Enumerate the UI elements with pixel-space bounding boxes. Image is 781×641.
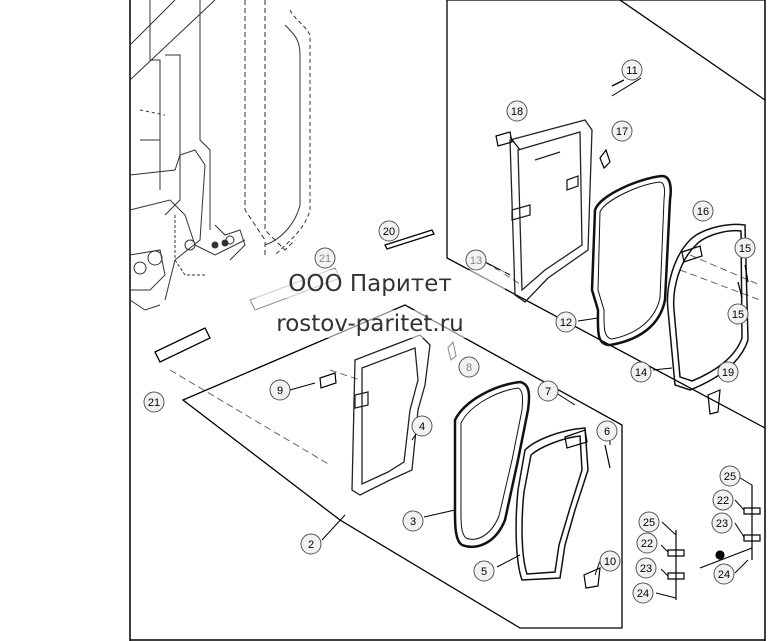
callout-14: 14 bbox=[635, 367, 647, 379]
cab-frame-structure bbox=[129, 0, 311, 311]
callout-15-upper: 15 bbox=[739, 243, 751, 255]
part-6-bolt bbox=[604, 444, 611, 469]
callout-17: 17 bbox=[616, 126, 628, 138]
callout-20: 20 bbox=[383, 226, 395, 238]
callout-25-left: 25 bbox=[643, 517, 655, 529]
callout-10: 10 bbox=[604, 556, 616, 568]
part-16-hinge bbox=[681, 245, 703, 263]
callout-11: 11 bbox=[626, 65, 637, 77]
part-10-handle bbox=[583, 567, 601, 589]
part-12-door-seal-inner bbox=[597, 181, 665, 340]
callout-23-right: 23 bbox=[716, 518, 728, 530]
callout-19: 19 bbox=[722, 367, 734, 379]
callout-9: 9 bbox=[277, 385, 283, 397]
part-19-handle bbox=[707, 389, 721, 415]
callout-12: 12 bbox=[560, 317, 572, 329]
part-20-rod bbox=[384, 229, 435, 250]
callout-24-right: 24 bbox=[718, 569, 730, 581]
part-13-door-frame bbox=[509, 119, 593, 303]
hardware-stack-left bbox=[667, 530, 685, 600]
part-17-pin bbox=[599, 148, 611, 170]
part-3-door-seal bbox=[453, 380, 531, 548]
callout-23-left: 23 bbox=[640, 563, 652, 575]
callout-leaders bbox=[289, 77, 753, 599]
watermark-website: rostov-paritet.ru bbox=[235, 310, 505, 338]
callout-4: 4 bbox=[419, 421, 425, 433]
callout-6: 6 bbox=[604, 426, 610, 438]
part-15-bolts bbox=[737, 264, 749, 299]
watermark-company: ООО Паритет bbox=[235, 270, 505, 298]
part-9-latch bbox=[319, 372, 337, 389]
assembly-2-panel-outline bbox=[181, 304, 623, 629]
callout-5: 5 bbox=[481, 566, 487, 578]
part-12-door-seal bbox=[590, 174, 672, 347]
part-7-hinge bbox=[564, 429, 588, 449]
part-5-door-glass bbox=[515, 427, 589, 581]
diagram-frame bbox=[129, 0, 766, 641]
hardware-stack-right bbox=[699, 485, 761, 569]
callout-24-left: 24 bbox=[637, 588, 649, 600]
callout-16: 16 bbox=[697, 206, 709, 218]
callout-22-left: 22 bbox=[641, 538, 653, 550]
callout-21-upper: 21 bbox=[319, 253, 331, 265]
callout-2: 2 bbox=[308, 539, 314, 551]
callout-3: 3 bbox=[410, 516, 416, 528]
callout-13: 13 bbox=[470, 255, 482, 267]
callout-15-lower: 15 bbox=[732, 309, 744, 321]
assembly-11-panel-outline bbox=[446, 0, 766, 429]
part-18-latch bbox=[495, 131, 521, 151]
part-4-door-frame bbox=[351, 334, 431, 496]
callout-18: 18 bbox=[511, 106, 523, 118]
callout-circles bbox=[143, 59, 756, 604]
callout-7: 7 bbox=[545, 386, 551, 398]
callout-labels: 2 3 4 5 6 7 8 9 10 11 12 13 14 15 15 16 … bbox=[148, 65, 751, 600]
part-3-door-seal-inner bbox=[460, 387, 523, 540]
part-21-seal-lower bbox=[154, 327, 211, 363]
callout-8: 8 bbox=[466, 362, 472, 374]
callout-21-lower: 21 bbox=[148, 397, 160, 409]
callout-25-right: 25 bbox=[724, 471, 736, 483]
callout-22-right: 22 bbox=[717, 495, 729, 507]
part-8-pin bbox=[447, 340, 457, 362]
